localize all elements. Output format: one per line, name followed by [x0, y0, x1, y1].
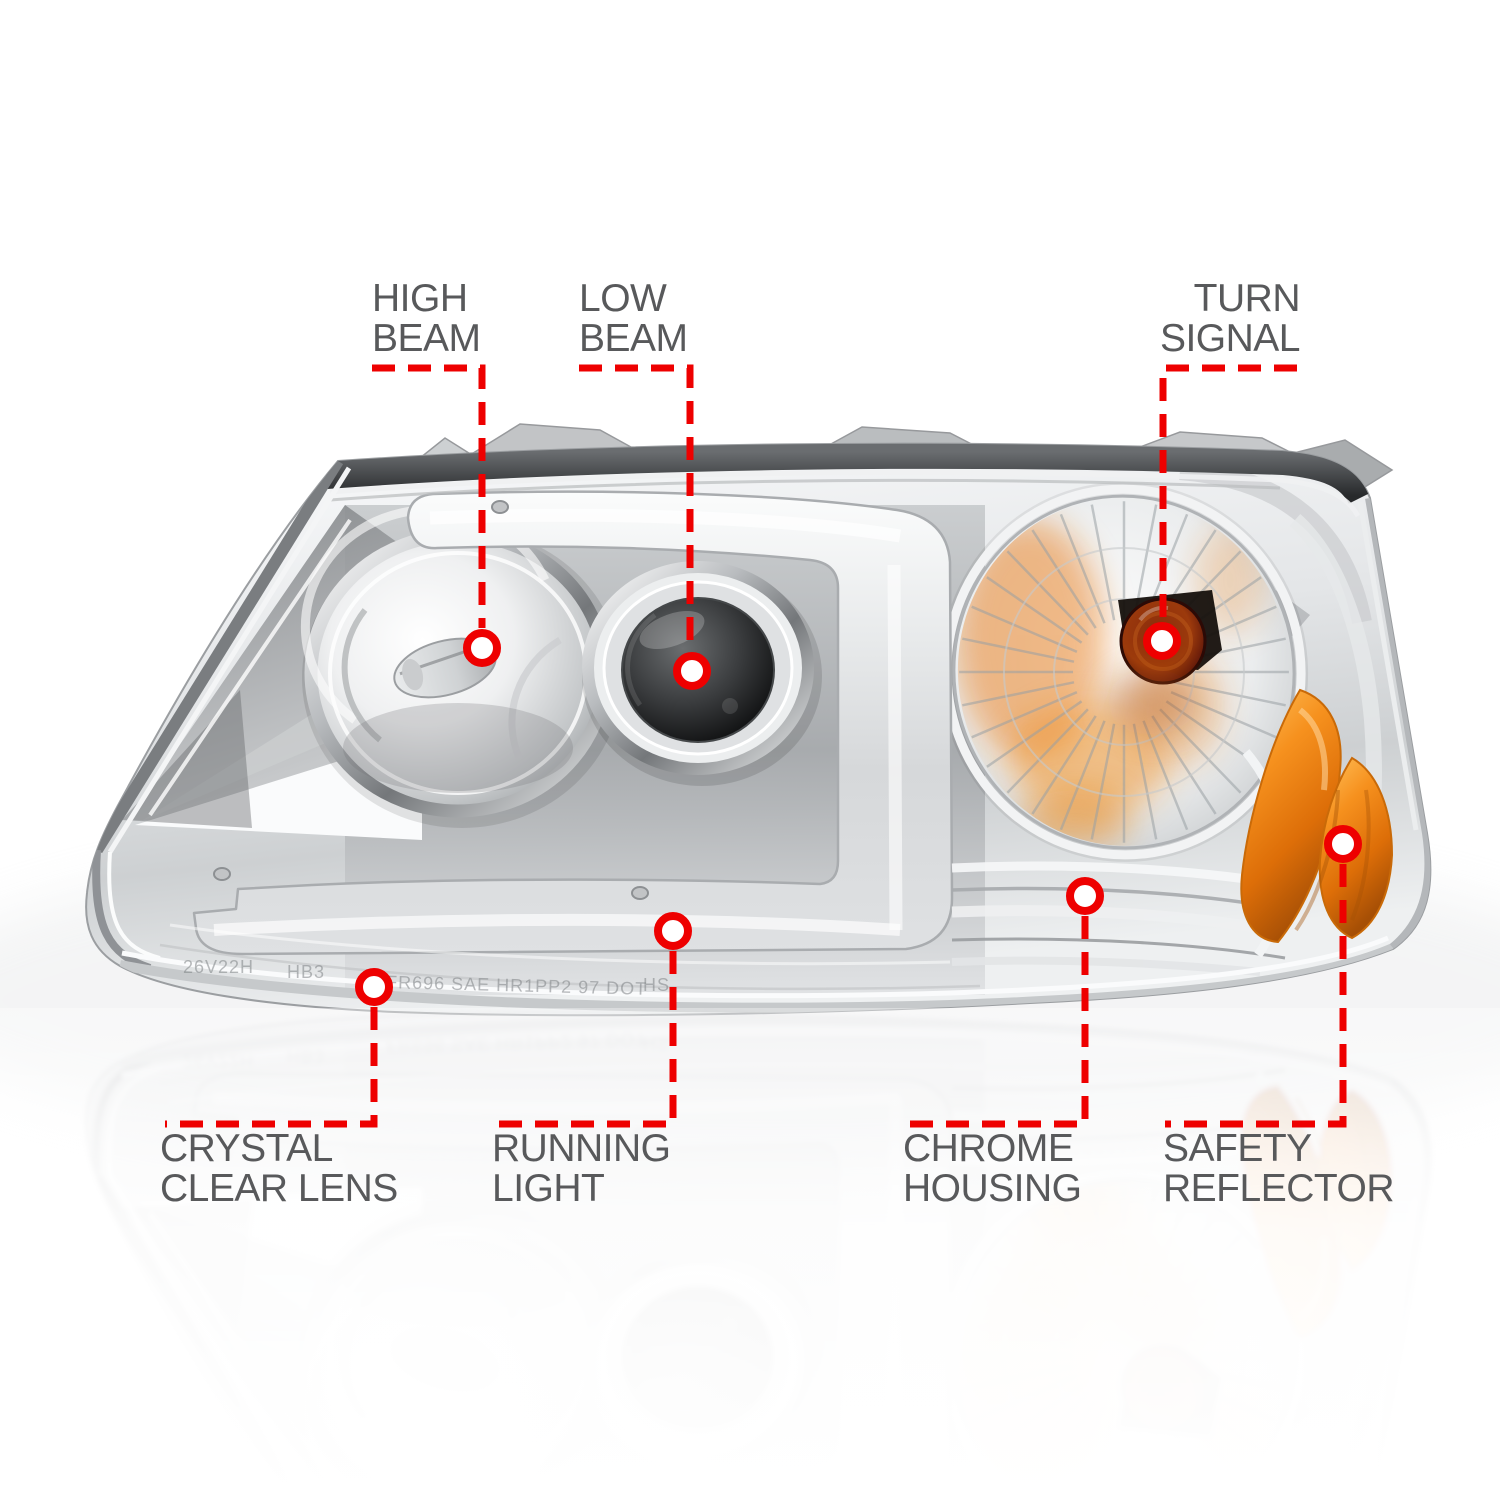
- label-line: BEAM: [579, 317, 688, 360]
- label-line: CLEAR LENS: [160, 1167, 398, 1210]
- marker-turn-signal: [1143, 622, 1181, 660]
- screw: [213, 867, 231, 881]
- lens-skirt: [159, 923, 981, 991]
- label-line: LIGHT: [492, 1167, 605, 1210]
- lens-marking-right: HS: [643, 975, 670, 995]
- label-line: SIGNAL: [1159, 317, 1301, 360]
- marker-low-beam: [673, 652, 711, 690]
- label-chrome-housing: CHROME HOUSING: [903, 1129, 1082, 1209]
- edge-trims: [91, 443, 1431, 1013]
- headlight-assembly: 26V22H HB3 FR696 SAE HR1PP2 97 DOT HS: [85, 423, 1432, 1017]
- low-beam-projector: [582, 561, 822, 786]
- label-line: REFLECTOR: [1163, 1167, 1395, 1210]
- label-line: LOW: [579, 277, 667, 320]
- marker-safety-reflector: [1324, 825, 1362, 863]
- label-line: HOUSING: [903, 1167, 1082, 1210]
- label-line: TURN: [1193, 277, 1301, 320]
- label-line: SAFETY: [1163, 1127, 1312, 1170]
- leader-low-beam: [579, 364, 694, 651]
- label-running-light: RUNNING LIGHT: [492, 1129, 671, 1209]
- marker-crystal-clear-lens: [355, 968, 393, 1006]
- label-safety-reflector: SAFETY REFLECTOR: [1163, 1127, 1395, 1210]
- lens-marking-bulb: HB3: [287, 962, 325, 982]
- leader-running-light: [495, 951, 677, 1128]
- callout-lines: [165, 364, 1347, 1128]
- turn-signal-lamp: [939, 460, 1382, 933]
- label-line: RUNNING: [492, 1127, 671, 1170]
- label-line: BEAM: [372, 317, 481, 360]
- marker-chrome-housing: [1066, 877, 1104, 915]
- label-low-beam: LOW BEAM: [579, 279, 688, 359]
- leader-crystal-clear-lens: [165, 1007, 378, 1128]
- screw: [631, 886, 649, 900]
- lens-marking-left: 26V22H: [183, 957, 254, 977]
- label-line: CHROME: [903, 1127, 1074, 1170]
- marker-running-light: [654, 912, 692, 950]
- label-high-beam: HIGH BEAM: [372, 279, 481, 359]
- label-line: CRYSTAL: [160, 1127, 333, 1170]
- label-crystal-clear-lens: CRYSTAL CLEAR LENS: [160, 1129, 398, 1209]
- callout-markers: [355, 622, 1362, 1006]
- leader-turn-signal: [1159, 364, 1297, 621]
- leader-high-beam: [372, 364, 486, 628]
- leader-chrome-housing: [905, 916, 1089, 1128]
- label-turn-signal: TURN SIGNAL: [1004, 277, 1301, 360]
- running-light-bar: [192, 490, 954, 956]
- leader-safety-reflector: [1165, 864, 1347, 1128]
- reflection-fade: [0, 1008, 1500, 1500]
- marker-high-beam: [463, 629, 501, 667]
- turn-signal-inner: [955, 501, 1289, 850]
- label-line: HIGH: [372, 277, 468, 320]
- screw: [491, 500, 509, 514]
